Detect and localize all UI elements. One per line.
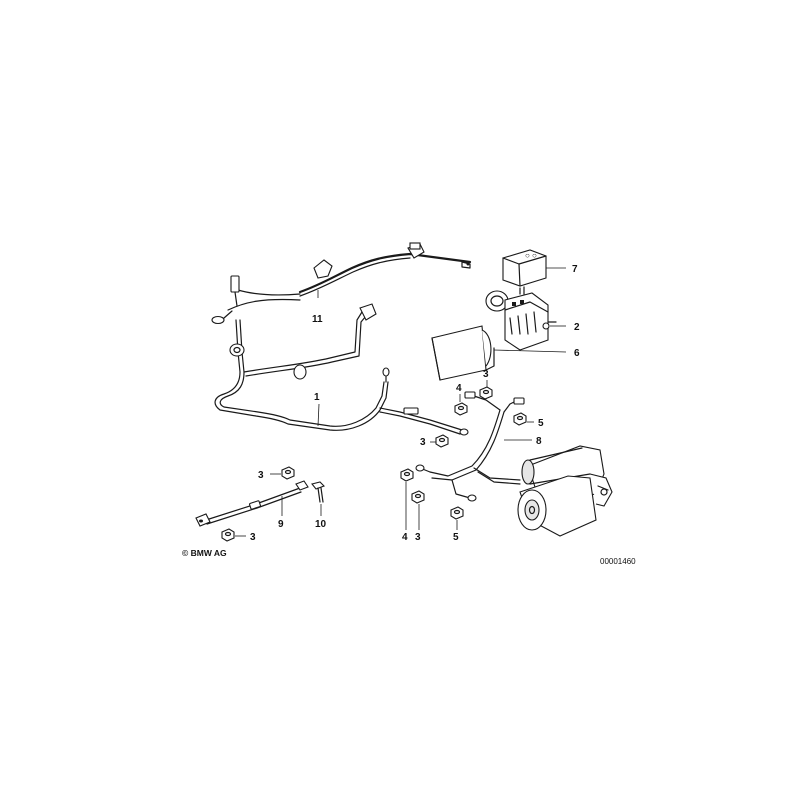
cover-6[interactable] — [431, 325, 495, 381]
cable-1[interactable] — [214, 303, 469, 436]
callout-10: 10 — [315, 519, 327, 530]
ground-strap-9[interactable] — [195, 480, 309, 527]
cable-8[interactable] — [415, 391, 525, 502]
callout-2: 2 — [574, 322, 580, 333]
nut-3-lower[interactable] — [411, 490, 425, 504]
nut-5-lower[interactable] — [450, 506, 464, 520]
callout-9: 9 — [278, 519, 284, 530]
callout-7: 7 — [572, 264, 578, 275]
callout-3-strap-upper: 3 — [258, 470, 264, 481]
nut-4-lower[interactable] — [400, 468, 414, 482]
nut-3-strap-lower[interactable] — [221, 528, 235, 542]
callout-1: 1 — [314, 392, 320, 403]
nut-4-upper[interactable] — [454, 402, 468, 416]
callout-3-strap-lower: 3 — [250, 532, 256, 543]
callout-5-lower: 5 — [453, 532, 459, 543]
nut-3-middle[interactable] — [435, 434, 449, 448]
svg-text:○ ○: ○ ○ — [525, 251, 537, 260]
callout-4-upper: 4 — [456, 383, 462, 394]
callout-3-upper: 3 — [483, 369, 489, 380]
callout-8: 8 — [536, 436, 542, 447]
nut-5-upper[interactable] — [513, 412, 527, 426]
nut-3-strap-upper[interactable] — [281, 466, 295, 480]
callout-11: 11 — [312, 314, 323, 325]
image-number: 00001460 — [600, 557, 636, 566]
leader-6 — [493, 349, 567, 353]
holder-2[interactable] — [485, 290, 557, 351]
callout-6: 6 — [574, 348, 580, 359]
callout-5-upper: 5 — [538, 418, 544, 429]
nut-3-upper[interactable] — [479, 386, 493, 400]
callout-4-lower: 4 — [402, 532, 408, 543]
bolt-10[interactable] — [311, 481, 325, 503]
copyright-text: © BMW AG — [182, 548, 227, 558]
callout-3-lower: 3 — [415, 532, 421, 543]
starter-motor[interactable] — [517, 445, 613, 537]
cable-11[interactable] — [211, 242, 472, 325]
relay-7[interactable]: ○ ○ — [502, 249, 547, 295]
leader-1 — [317, 403, 320, 427]
callout-3-middle: 3 — [420, 437, 426, 448]
